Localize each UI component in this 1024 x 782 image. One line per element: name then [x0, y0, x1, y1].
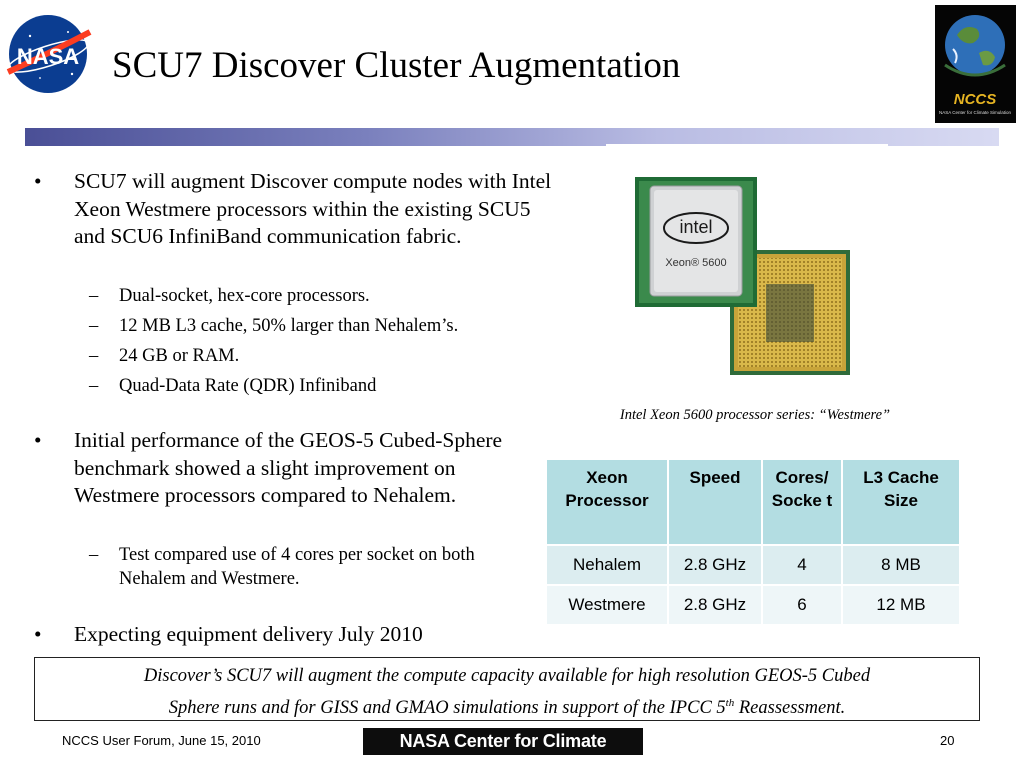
nccs-logo: NCCS NASA Center for Climate Simulation [935, 5, 1016, 123]
footer-nccs-badge: NASA Center for Climate Simulation [363, 728, 643, 778]
sub-bullet-1-4: –Quad-Data Rate (QDR) Infiniband [89, 376, 377, 396]
nasa-logo: NASA [6, 15, 92, 93]
bullet-dot: • [34, 622, 42, 646]
summary-line-2: Sphere runs and for GISS and GMAO simula… [35, 690, 979, 722]
summary-line-2-end: Reassessment. [734, 698, 846, 719]
bullet-1-text: SCU7 will augment Discover compute nodes… [74, 169, 552, 248]
table-cell: 4 [761, 544, 843, 586]
summary-superscript: th [725, 697, 735, 709]
sub-bullet-text: Test compared use of 4 cores per socket … [119, 545, 475, 589]
sub-bullet-text: Quad-Data Rate (QDR) Infiniband [119, 376, 377, 396]
summary-line-2-text: Sphere runs and for GISS and GMAO simula… [168, 698, 726, 719]
sub-bullet-text: 12 MB L3 cache, 50% larger than Nehalem’… [119, 316, 459, 336]
bullet-dot: • [34, 169, 42, 193]
table-row: Westmere 2.8 GHz 6 12 MB [545, 584, 961, 626]
title-bar-divider [606, 144, 888, 148]
table-cell: Westmere [545, 584, 669, 626]
column-header: L3 Cache Size [841, 458, 961, 546]
bullet-2: • Initial performance of the GEOS-5 Cube… [34, 427, 529, 510]
slide-title: SCU7 Discover Cluster Augmentation [112, 45, 681, 86]
summary-line-1: Discover’s SCU7 will augment the compute… [143, 666, 871, 686]
xeon-processor-image: intel Xeon® 5600 [635, 177, 850, 375]
page-number: 20 [940, 733, 955, 748]
sub-bullet-text: Dual-socket, hex-core processors. [119, 286, 370, 306]
summary-box: Discover’s SCU7 will augment the compute… [34, 657, 980, 721]
column-header: Xeon Processor [545, 458, 669, 546]
table-cell: 2.8 GHz [667, 584, 763, 626]
nccs-logo-subtext: NASA Center for Climate Simulation [939, 110, 1012, 115]
column-header: Cores/ Socke t [761, 458, 843, 546]
table-row: Nehalem 2.8 GHz 4 8 MB [545, 544, 961, 586]
table-cell: 2.8 GHz [667, 544, 763, 586]
bullet-3-text: Expecting equipment delivery July 2010 [74, 622, 423, 646]
table-cell: 12 MB [841, 584, 961, 626]
sub-bullet-text: 24 GB or RAM. [119, 346, 240, 366]
table-cell: Nehalem [545, 544, 669, 586]
sub-bullet-1-1: –Dual-socket, hex-core processors. [89, 286, 370, 306]
bullet-2-text: Initial performance of the GEOS-5 Cubed-… [74, 428, 503, 507]
sub-bullet-1-2: –12 MB L3 cache, 50% larger than Nehalem… [89, 316, 459, 336]
table-cell: 6 [761, 584, 843, 626]
sub-bullet-1-3: –24 GB or RAM. [89, 346, 240, 366]
image-caption: Intel Xeon 5600 processor series: “Westm… [619, 407, 891, 423]
processor-spec-table: Xeon Processor Speed Cores/ Socke t L3 C… [545, 458, 961, 626]
table-cell: 8 MB [841, 544, 961, 586]
table-header-row: Xeon Processor Speed Cores/ Socke t L3 C… [545, 458, 961, 546]
bullet-1: • SCU7 will augment Discover compute nod… [34, 168, 554, 251]
nccs-logo-text: NCCS [954, 91, 997, 108]
chip-brand-text: intel [679, 217, 712, 237]
column-header: Speed [667, 458, 763, 546]
title-underline-bar [25, 128, 999, 146]
bullet-dot: • [34, 428, 42, 452]
nasa-logo-text: NASA [17, 44, 79, 69]
sub-bullet-2-1: –Test compared use of 4 cores per socket… [89, 545, 475, 589]
chip-model-text: Xeon® 5600 [665, 257, 726, 269]
bullet-3: • Expecting equipment delivery July 2010 [34, 621, 534, 649]
footer-event: NCCS User Forum, June 15, 2010 [62, 733, 261, 748]
